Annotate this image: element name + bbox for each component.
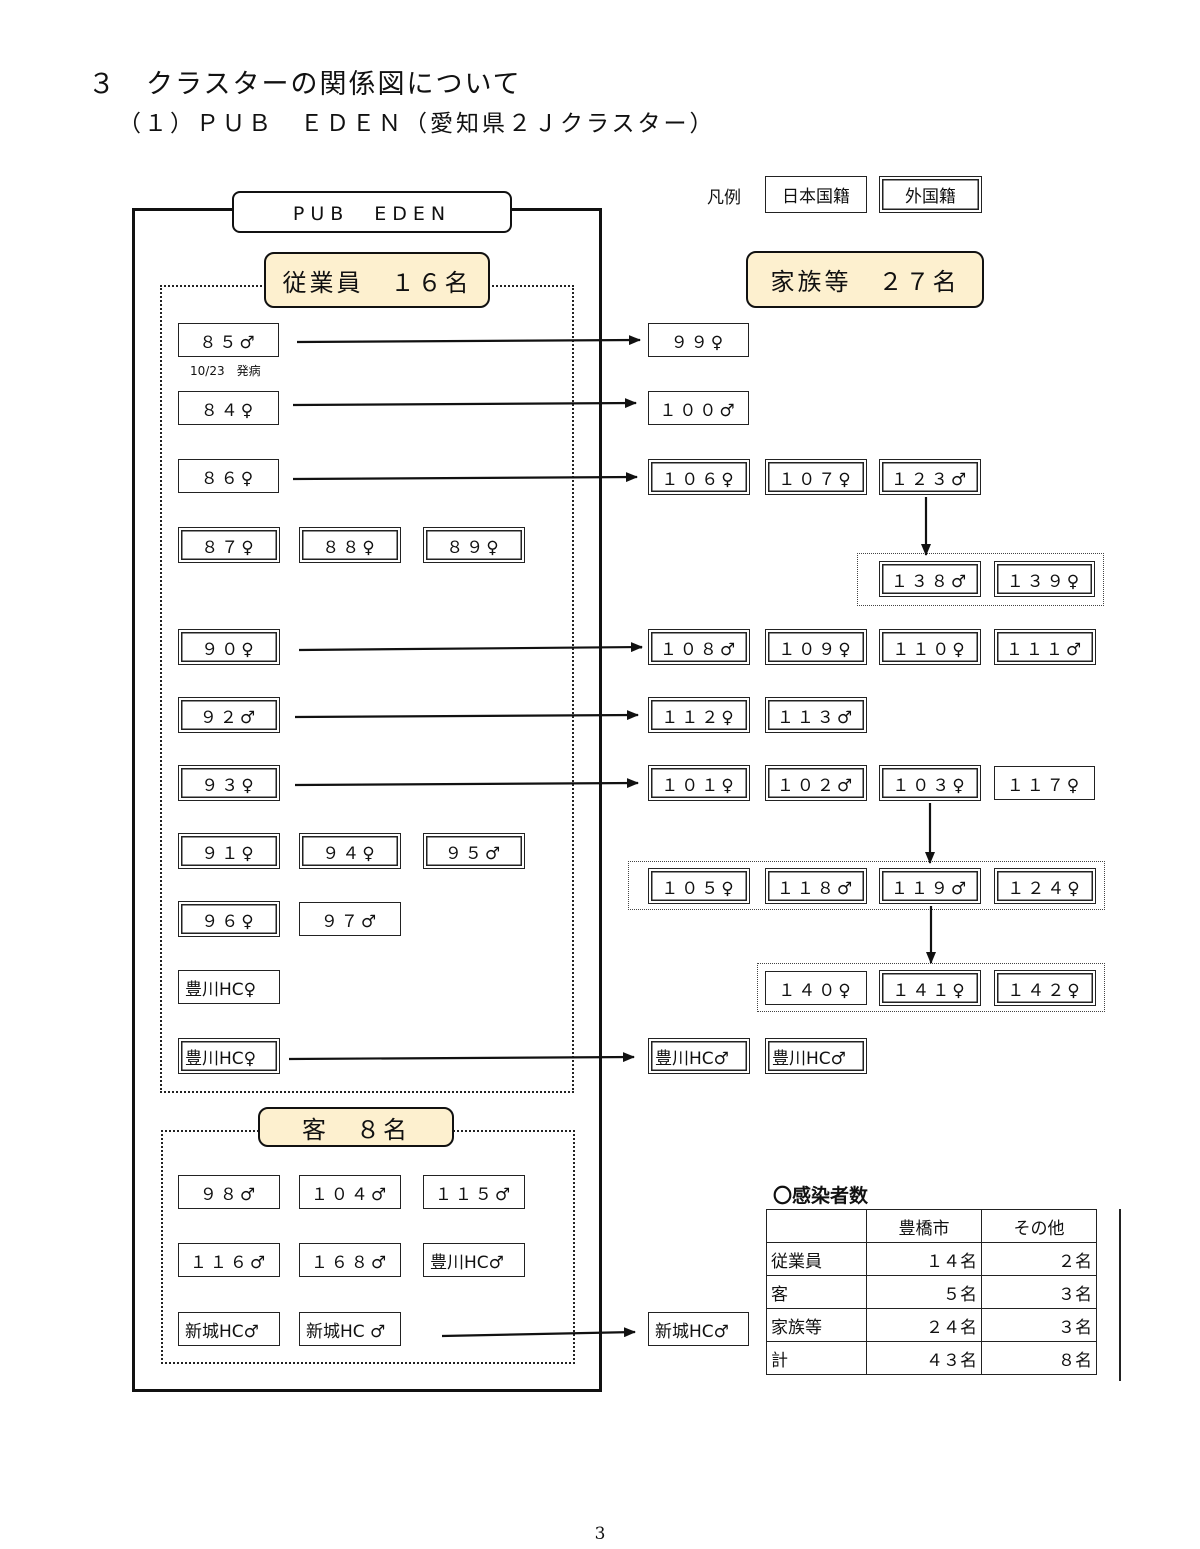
- page-number: 3: [594, 1524, 606, 1544]
- venue-title: PUB EDEN: [232, 191, 512, 233]
- customers-label: 客 ８名: [258, 1107, 454, 1147]
- onset-note: 10/23 発病: [190, 364, 261, 378]
- table-header: その他: [981, 1209, 1097, 1243]
- case-toyokawa-hc: 豊川HC♀: [178, 1038, 280, 1074]
- table-cell: ５名: [866, 1275, 982, 1309]
- case-117: １１７♀: [994, 766, 1095, 800]
- secondary-cluster: [857, 553, 1104, 606]
- case-123: １２３♂: [879, 459, 981, 495]
- stats-title: 〇感染者数: [773, 1185, 869, 1207]
- case-98: ９８♂: [178, 1175, 280, 1209]
- case-shinshiro-hc: 新城HC♂: [178, 1312, 280, 1346]
- legend-label: 凡例: [707, 188, 741, 208]
- case-119: １１９♂: [879, 868, 981, 904]
- case-100: １００♂: [648, 391, 749, 425]
- case-89: ８９♀: [423, 527, 525, 563]
- page-heading: ３ クラスターの関係図について: [88, 69, 522, 100]
- table-cell: [766, 1209, 867, 1243]
- case-94: ９４♀: [299, 833, 401, 869]
- case-shinshiro-hc: 新城HC♂: [648, 1312, 749, 1346]
- case-139: １３９♀: [994, 561, 1095, 597]
- case-112: １１２♀: [648, 697, 750, 733]
- table-row: 客 ５名 ３名: [766, 1275, 1097, 1309]
- case-113: １１３♂: [765, 697, 867, 733]
- arrow-93-101: [294, 778, 639, 789]
- case-110: １１０♀: [879, 629, 981, 665]
- case-105: １０５♀: [648, 868, 750, 904]
- case-138: １３８♂: [879, 561, 981, 597]
- case-97: ９７♂: [299, 902, 401, 936]
- case-140: １４０♀: [765, 971, 867, 1005]
- case-111: １１１♂: [994, 629, 1096, 665]
- case-toyokawa-hc: 豊川HC♀: [178, 970, 280, 1004]
- table-row: 豊橋市 その他: [766, 1209, 1097, 1243]
- legend-japanese: 日本国籍: [765, 176, 867, 213]
- table-row: 計 ４３名 ８名: [766, 1341, 1097, 1375]
- case-88: ８８♀: [299, 527, 401, 563]
- case-93: ９３♀: [178, 765, 280, 801]
- table-header: 豊橋市: [866, 1209, 982, 1243]
- case-104: １０４♂: [299, 1175, 401, 1209]
- case-115: １１５♂: [423, 1175, 525, 1209]
- stats-table: 豊橋市 その他 従業員 １４名 ２名 客 ５名 ３名 家族等 ２４名 ３名 計 …: [766, 1209, 1097, 1375]
- case-shinshiro-hc: 新城HC ♂: [299, 1312, 401, 1346]
- arrow-shinshiro: [441, 1327, 636, 1338]
- secondary-cluster: [628, 861, 1105, 910]
- case-103: １０３♀: [879, 765, 981, 801]
- case-108: １０８♂: [648, 629, 750, 665]
- case-92: ９２♂: [178, 697, 280, 733]
- case-84: ８４♀: [178, 391, 279, 425]
- table-cell: ３名: [981, 1275, 1097, 1309]
- case-124: １２４♀: [994, 868, 1096, 904]
- table-cell: ２４名: [866, 1308, 982, 1342]
- case-141: １４１♀: [879, 970, 981, 1006]
- case-toyokawa-hc: 豊川HC♂: [765, 1038, 867, 1074]
- case-109: １０９♀: [765, 629, 867, 665]
- table-cell: 従業員: [766, 1242, 867, 1276]
- case-118: １１８♂: [765, 868, 867, 904]
- case-85: ８５♂: [178, 323, 279, 357]
- case-102: １０２♂: [765, 765, 867, 801]
- case-87: ８７♀: [178, 527, 280, 563]
- table-row: 家族等 ２４名 ３名: [766, 1308, 1097, 1342]
- table-cell: ８名: [981, 1341, 1097, 1375]
- table-cell: １４名: [866, 1242, 982, 1276]
- table-cell: ４３名: [866, 1341, 982, 1375]
- case-106: １０６♀: [648, 459, 750, 495]
- table-cell: ２名: [981, 1242, 1097, 1276]
- case-95: ９５♂: [423, 833, 525, 869]
- case-86: ８６♀: [178, 459, 279, 493]
- case-107: １０７♀: [765, 459, 867, 495]
- case-101: １０１♀: [648, 765, 750, 801]
- divider: [1119, 1209, 1121, 1381]
- arrow-92-112: [294, 710, 639, 721]
- arrow-90-108: [298, 642, 643, 653]
- table-cell: 計: [766, 1341, 867, 1375]
- case-116: １１６♂: [178, 1243, 280, 1277]
- case-91: ９１♀: [178, 833, 280, 869]
- case-142: １４２♀: [994, 970, 1096, 1006]
- case-toyokawa-hc: 豊川HC♂: [423, 1243, 525, 1277]
- family-label: 家族等 ２７名: [746, 251, 984, 308]
- arrow-84-100: [292, 398, 637, 409]
- case-96: ９６♀: [178, 901, 280, 937]
- case-168: １６８♂: [299, 1243, 401, 1277]
- case-99: ９９♀: [648, 323, 749, 357]
- table-cell: ３名: [981, 1308, 1097, 1342]
- arrow-85-99: [296, 335, 641, 346]
- legend-foreign: 外国籍: [879, 176, 982, 213]
- arrow-86-106: [292, 472, 638, 483]
- table-cell: 客: [766, 1275, 867, 1309]
- case-toyokawa-hc: 豊川HC♂: [648, 1038, 750, 1074]
- employees-label: 従業員 １６名: [264, 252, 490, 308]
- arrow-hc-hc: [288, 1052, 635, 1063]
- table-row: 従業員 １４名 ２名: [766, 1242, 1097, 1276]
- table-cell: 家族等: [766, 1308, 867, 1342]
- case-90: ９０♀: [178, 629, 280, 665]
- page-subheading: （１）ＰＵＢ ＥＤＥＮ（愛知県２Ｊクラスター）: [118, 111, 716, 137]
